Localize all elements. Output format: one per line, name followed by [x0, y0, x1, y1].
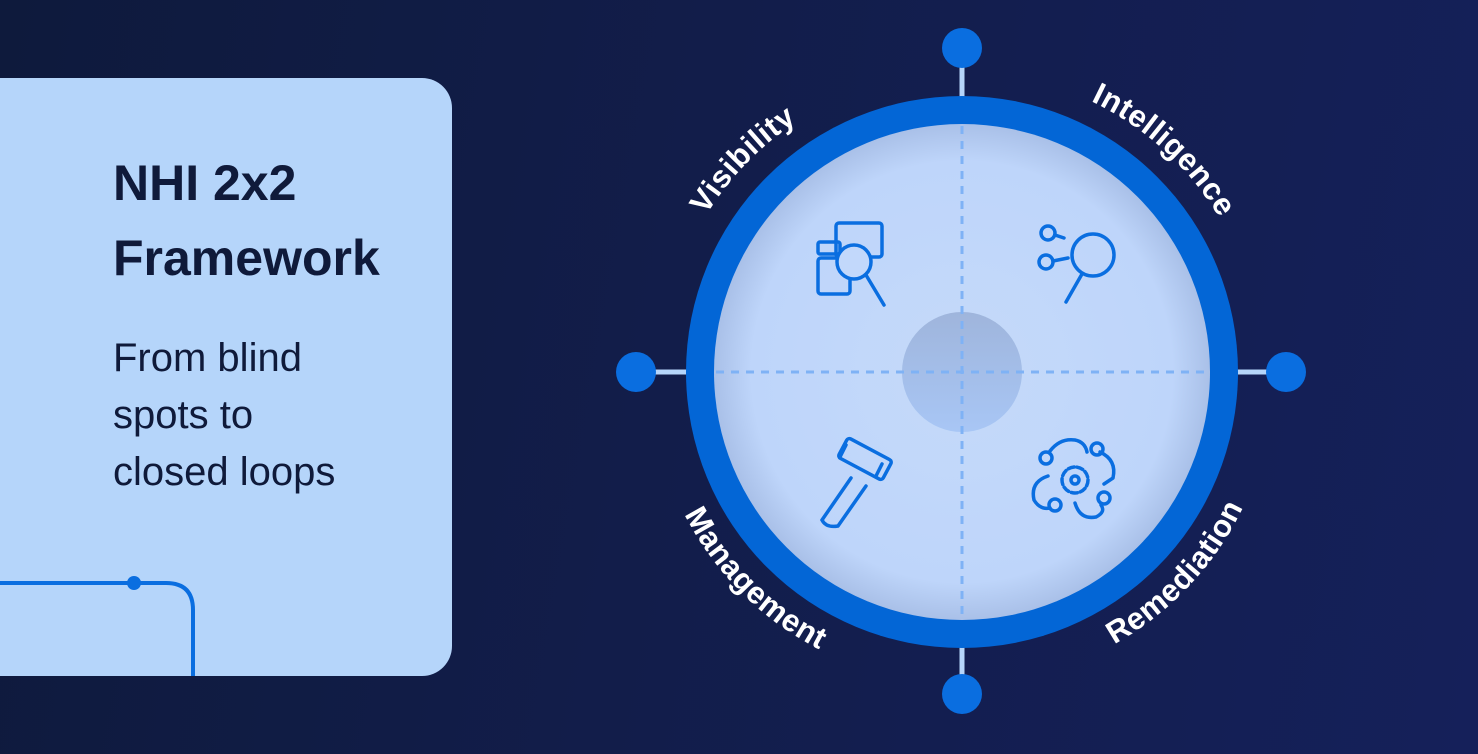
hammer-icon [820, 436, 893, 529]
title-line-2: Framework [113, 230, 380, 286]
node-dot-top [942, 28, 982, 68]
subtitle-line-1: From blind [113, 336, 302, 380]
subtitle-line-3: closed loops [113, 450, 336, 494]
subtitle: From blind spots to closed loops [113, 330, 433, 501]
magnifier-nodes-icon [1037, 224, 1116, 304]
node-dot-bottom [942, 674, 982, 714]
title-line-1: NHI 2x2 [113, 155, 297, 211]
quadrant-dividers [716, 126, 1208, 618]
gear-cycle-icon [1031, 437, 1116, 520]
subtitle-line-2: spots to [113, 393, 254, 437]
connector-line-decoration [0, 576, 195, 676]
framework-card [0, 78, 452, 676]
node-dot-left [616, 352, 656, 392]
node-dot-right [1266, 352, 1306, 392]
search-documents-icon [816, 221, 886, 307]
